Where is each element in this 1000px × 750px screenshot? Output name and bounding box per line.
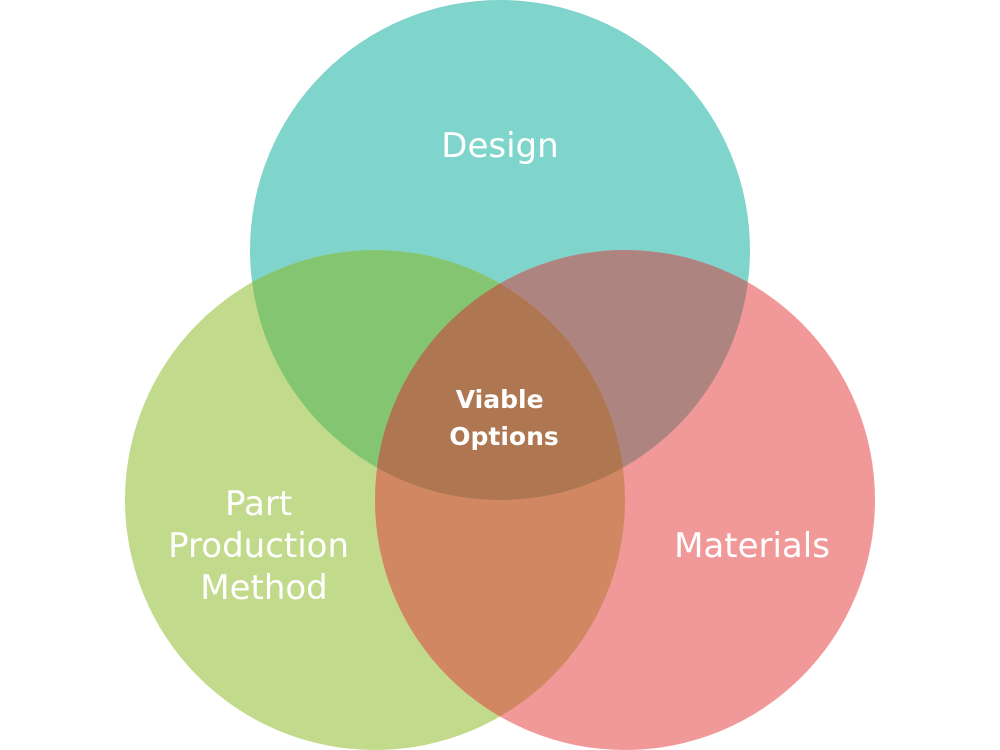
ppm-label-line-1: Part [225, 484, 292, 524]
triple-overlap [375, 250, 625, 500]
viable-options-label: Viable Options [449, 385, 559, 451]
viable-options-line-2: Options [449, 422, 559, 451]
ppm-label-line-3: Method [200, 568, 328, 608]
part-production-method-label: Part Production Method [168, 484, 360, 608]
viable-options-line-1: Viable [456, 385, 544, 414]
materials-label: Materials [674, 526, 830, 566]
design-label: Design [441, 126, 558, 166]
ppm-label-line-2: Production [168, 526, 349, 566]
